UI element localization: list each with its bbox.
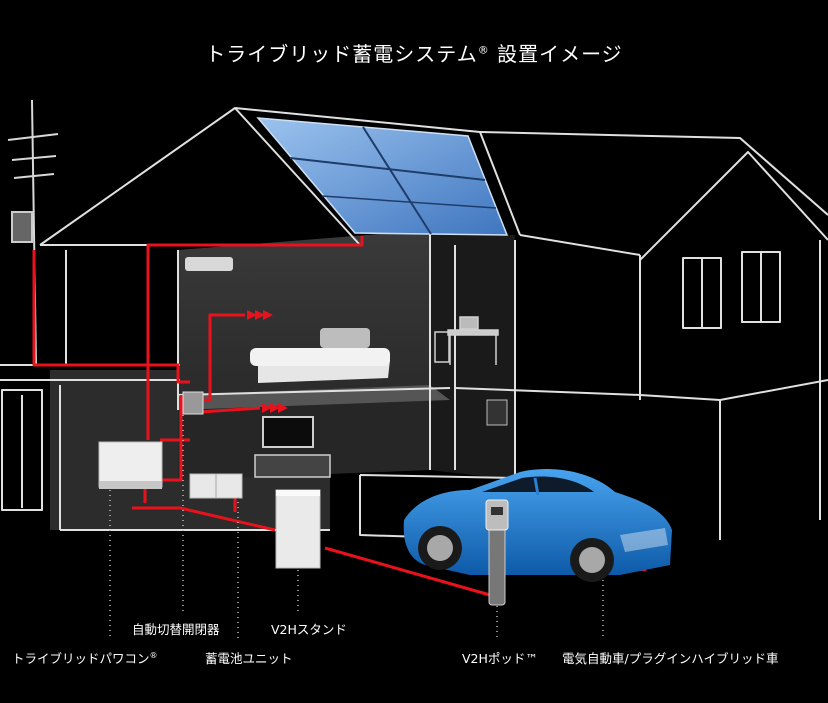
label-v2h-stand: V2Hスタンド xyxy=(271,619,347,638)
label-battery-unit: 蓄電池ユニット xyxy=(205,648,293,667)
label-ev: 電気自動車/プラグインハイブリッド車 xyxy=(562,648,778,667)
battery-unit-device xyxy=(190,474,242,498)
auto-switch-device xyxy=(183,392,203,414)
v2h-pod-device xyxy=(486,500,508,605)
label-auto-switch: 自動切替開閉器 xyxy=(132,619,220,638)
shelf xyxy=(487,400,507,425)
solar-panel-array xyxy=(258,118,507,235)
power-conditioner-device xyxy=(99,442,162,489)
label-v2h-pod: V2Hポッド™ xyxy=(462,648,538,667)
electric-car xyxy=(404,469,672,582)
label-power-conditioner: トライブリッドパワコン® xyxy=(12,648,158,667)
air-conditioner xyxy=(185,257,233,271)
v2h-stand-device xyxy=(276,490,320,568)
label-power-conditioner-mark: ® xyxy=(150,651,158,660)
label-power-conditioner-text: トライブリッドパワコン xyxy=(12,651,150,666)
